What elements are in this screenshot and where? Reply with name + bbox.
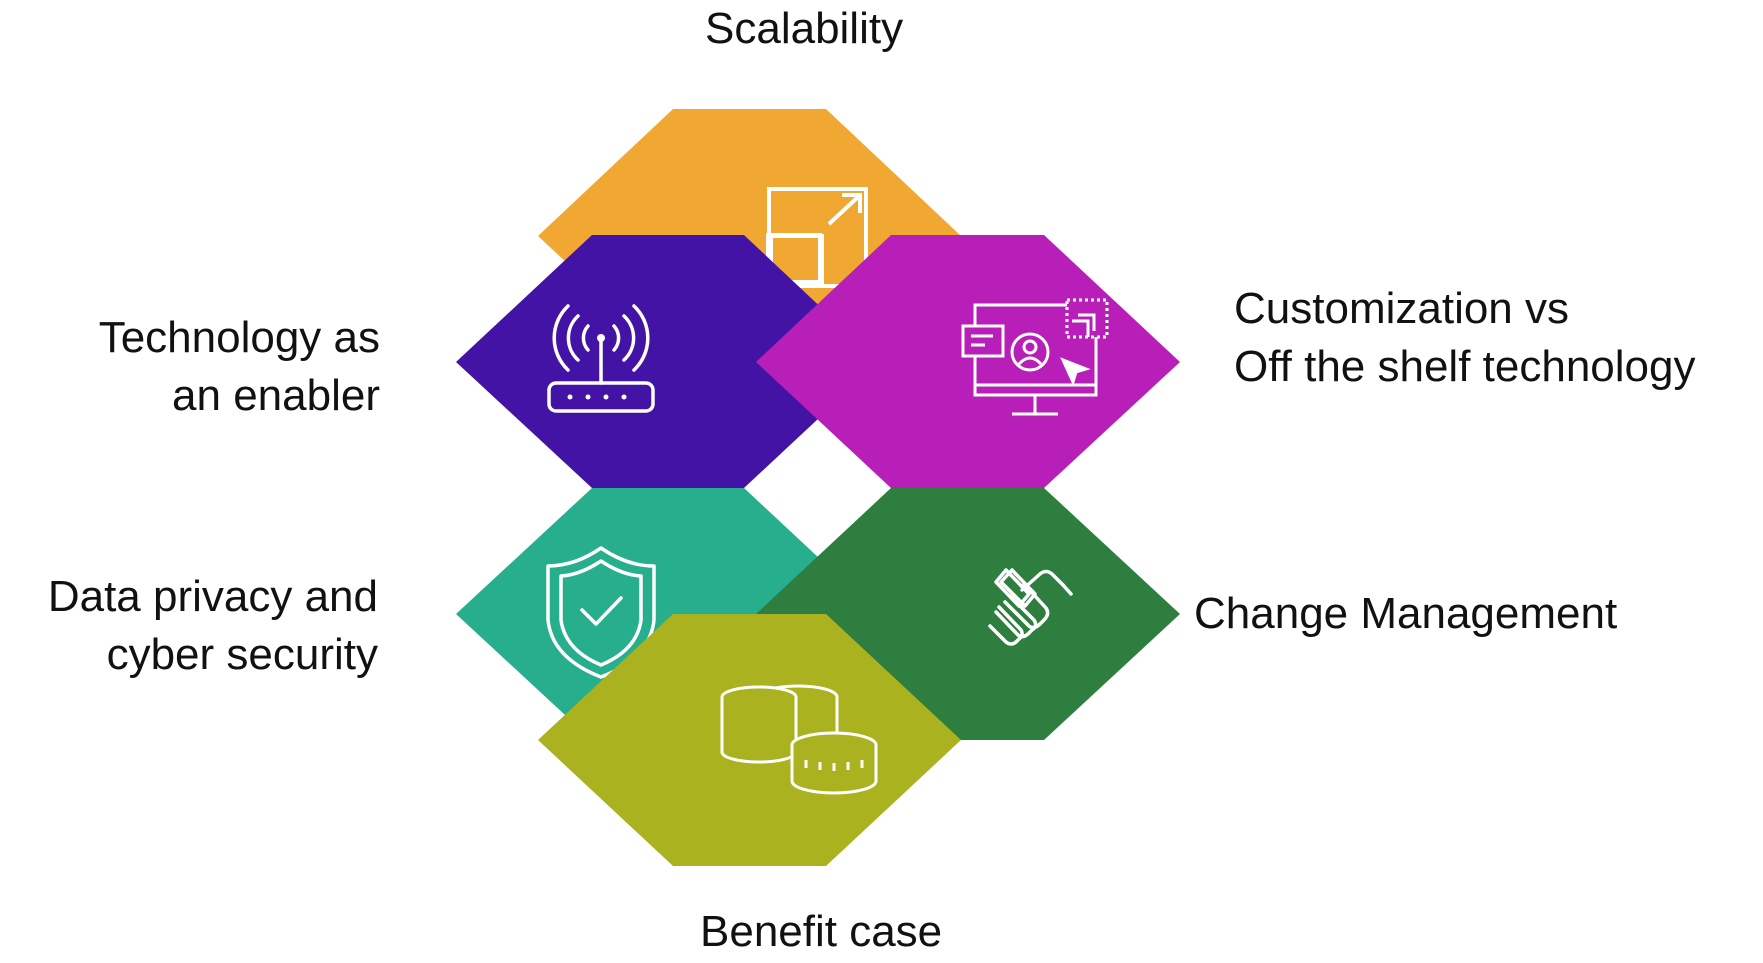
hexagon-customization: [756, 235, 1180, 488]
hexagon-benefit-case: [538, 614, 961, 866]
custom-monitor-icon: [961, 298, 1109, 416]
label-scalability: Scalability: [705, 4, 904, 53]
wifi-router-icon: [547, 304, 655, 413]
handshake-icon: [988, 568, 1073, 646]
label-change-management: Change Management: [1194, 589, 1618, 638]
label-customization: Customization vs Off the shelf technolog…: [1234, 284, 1696, 391]
label-data-privacy: Data privacy and cyber security: [47, 572, 378, 679]
shield-check-icon: [546, 546, 656, 679]
label-technology: Technology as an enabler: [98, 313, 380, 420]
hexagon-technology: [456, 235, 879, 488]
coins-icon: [720, 684, 878, 795]
label-benefit-case: Benefit case: [700, 907, 943, 956]
